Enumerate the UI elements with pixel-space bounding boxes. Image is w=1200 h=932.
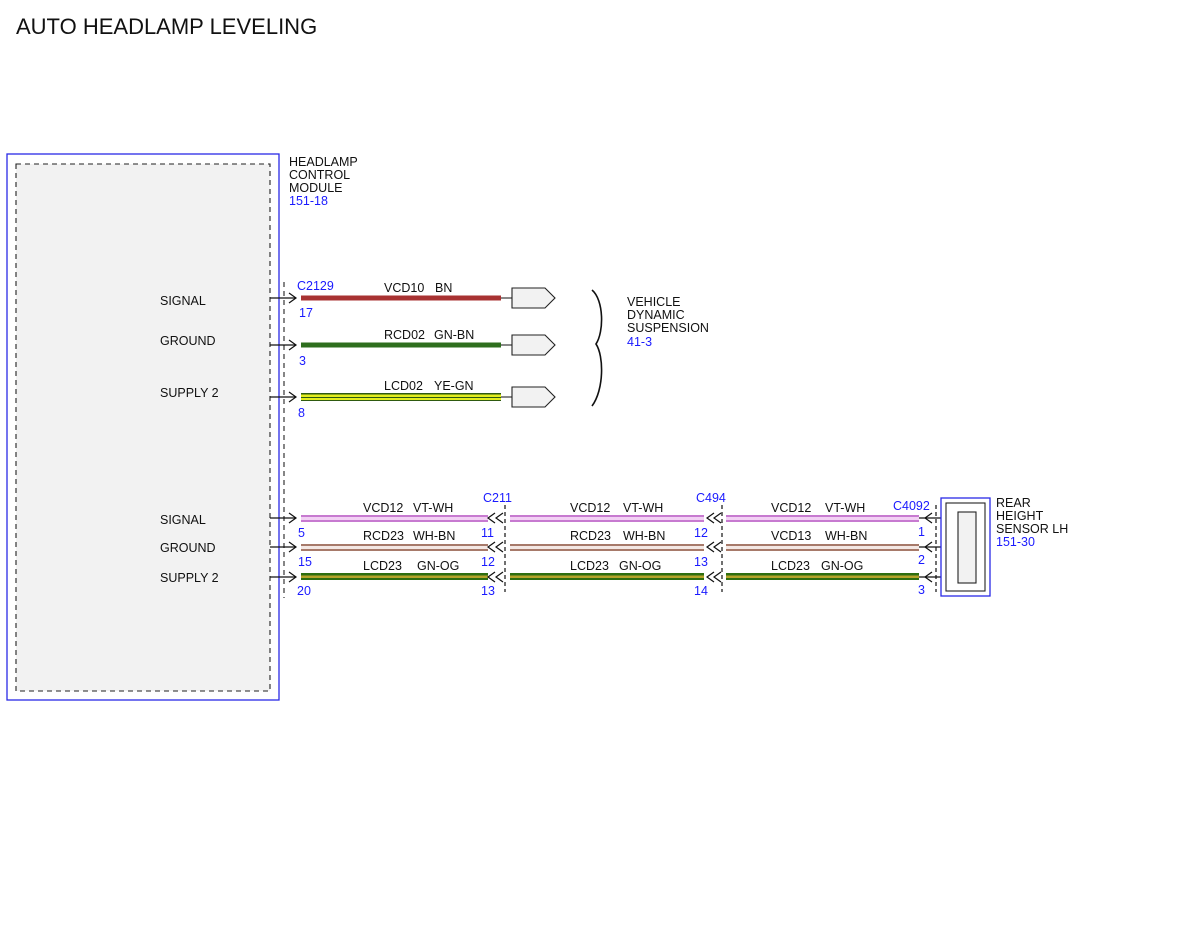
vds-name-line-2: DYNAMIC <box>627 308 685 322</box>
vehicle-dynamic-suspension-label: VEHICLE DYNAMIC SUSPENSION 41-3 <box>627 295 709 349</box>
wire-rcd02 <box>301 342 501 348</box>
module-name: HEADLAMP CONTROL MODULE 151-18 <box>289 155 358 208</box>
pin-number: 20 <box>297 584 311 598</box>
top-wires <box>301 295 512 401</box>
pin-label-signal: SIGNAL <box>160 294 206 308</box>
wire-vt-wh <box>301 515 488 522</box>
connector-c494 <box>705 505 723 592</box>
pin-label-supply: SUPPLY 2 <box>160 571 219 585</box>
wire-color-label: VT-WH <box>623 501 663 515</box>
bottom-wires <box>301 515 919 580</box>
connector-c211-label: C211 <box>483 491 512 505</box>
wire-color-label: YE-GN <box>434 379 474 393</box>
wire-circuit-label: LCD23 <box>570 559 609 573</box>
wire-vcd10 <box>301 295 501 301</box>
wire-circuit-label: VCD12 <box>771 501 811 515</box>
sensor-name-line-2: HEIGHT <box>996 509 1044 523</box>
pin-number: 13 <box>481 584 495 598</box>
pin-number: 12 <box>694 526 708 540</box>
wire-vt-wh <box>726 515 919 522</box>
pin-number: 5 <box>298 526 305 540</box>
wire-circuit-label: VCD12 <box>570 501 610 515</box>
pin-label-signal: SIGNAL <box>160 513 206 527</box>
connector-c4092-label: C4092 <box>893 499 930 513</box>
rear-height-sensor <box>940 497 991 597</box>
wire-color-label: WH-BN <box>825 529 867 543</box>
wire-wh-bn <box>510 544 704 551</box>
wire-circuit-label: RCD02 <box>384 328 425 342</box>
wire-color-label: BN <box>435 281 452 295</box>
sensor-name-line-3: SENSOR LH <box>996 522 1068 536</box>
segment-3-labels: VCD12 VT-WH VCD13 WH-BN LCD23 GN-OG <box>771 501 867 573</box>
wire-gn-og <box>726 573 919 580</box>
segment-2-labels: VCD12 VT-WH RCD23 WH-BN LCD23 GN-OG <box>570 501 665 573</box>
pin-number: 2 <box>918 553 925 567</box>
connector-c2129-label: C2129 <box>297 279 334 293</box>
wire-color-label: GN-OG <box>821 559 863 573</box>
pin-number: 15 <box>298 555 312 569</box>
wire-wh-bn <box>301 544 488 551</box>
wire-circuit-label: VCD13 <box>771 529 811 543</box>
module-ref: 151-18 <box>289 194 328 208</box>
wire-color-label: GN-OG <box>417 559 459 573</box>
headlamp-control-module <box>6 153 285 701</box>
module-name-line-3: MODULE <box>289 181 342 195</box>
offpage-flag-icon <box>511 287 556 309</box>
wire-color-label: WH-BN <box>413 529 455 543</box>
vds-name-line-1: VEHICLE <box>627 295 681 309</box>
wire-color-label: VT-WH <box>413 501 453 515</box>
wire-wh-bn <box>726 544 919 551</box>
pin-number: 8 <box>298 406 305 420</box>
sensor-ref: 151-30 <box>996 535 1035 549</box>
wire-circuit-label: LCD23 <box>771 559 810 573</box>
pin-number: 1 <box>918 525 925 539</box>
pin-number: 11 <box>481 526 494 540</box>
wire-lcd02 <box>301 393 501 401</box>
wire-color-label: WH-BN <box>623 529 665 543</box>
wire-circuit-label: RCD23 <box>363 529 404 543</box>
pin-number: 13 <box>694 555 708 569</box>
wire-circuit-label: LCD23 <box>363 559 402 573</box>
module-name-line-1: HEADLAMP <box>289 155 358 169</box>
wire-color-label: VT-WH <box>825 501 865 515</box>
pin-number: 12 <box>481 555 495 569</box>
vds-name-line-3: SUSPENSION <box>627 321 709 335</box>
offpage-flag-icon <box>511 334 556 356</box>
segment-1-labels: VCD12 VT-WH RCD23 WH-BN LCD23 GN-OG <box>363 501 459 573</box>
wire-color-label: GN-OG <box>619 559 661 573</box>
module-pin-leads <box>270 292 298 583</box>
sensor-name-line-1: REAR <box>996 496 1031 510</box>
diagram-title: AUTO HEADLAMP LEVELING <box>16 14 317 39</box>
connector-c494-label: C494 <box>696 491 726 505</box>
module-name-line-2: CONTROL <box>289 168 350 182</box>
wire-circuit-label: VCD12 <box>363 501 403 515</box>
brace-icon <box>591 289 603 407</box>
offpage-flag-icon <box>511 386 556 408</box>
wire-circuit-label: LCD02 <box>384 379 423 393</box>
wire-gn-og <box>301 573 488 580</box>
pin-number: 3 <box>918 583 925 597</box>
pin-label-ground: GROUND <box>160 541 216 555</box>
wire-color-label: GN-BN <box>434 328 474 342</box>
wire-circuit-label: RCD23 <box>570 529 611 543</box>
wire-vt-wh <box>510 515 704 522</box>
vds-ref: 41-3 <box>627 335 652 349</box>
pin-label-supply: SUPPLY 2 <box>160 386 219 400</box>
pin-number: 14 <box>694 584 708 598</box>
wire-gn-og <box>510 573 704 580</box>
pin-number: 17 <box>299 306 313 320</box>
sensor-name: REAR HEIGHT SENSOR LH 151-30 <box>996 496 1068 549</box>
pin-number: 3 <box>299 354 306 368</box>
connector-c211 <box>486 505 506 592</box>
wire-circuit-label: VCD10 <box>384 281 424 295</box>
pin-label-ground: GROUND <box>160 334 216 348</box>
